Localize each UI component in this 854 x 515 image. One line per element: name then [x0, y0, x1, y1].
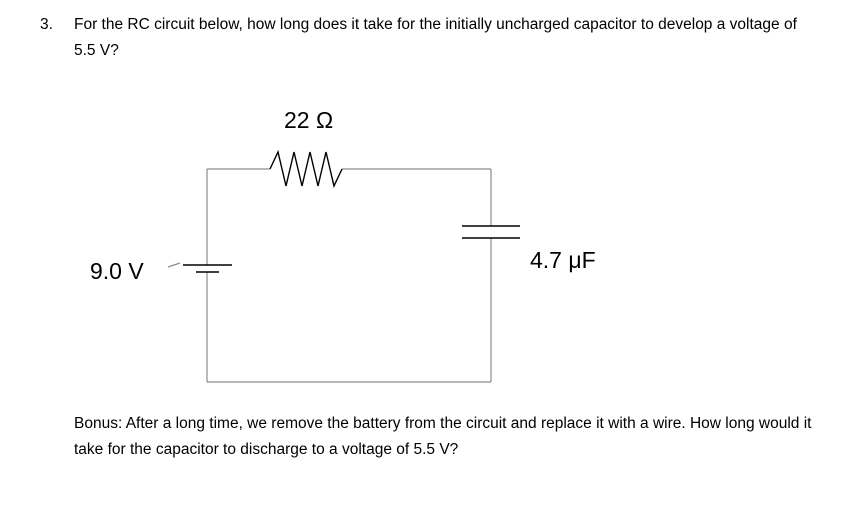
question-block: 3. For the RC circuit below, how long do…: [40, 12, 820, 64]
question-number: 3.: [40, 16, 53, 33]
bonus-question: Bonus: After a long time, we remove the …: [74, 415, 812, 458]
battery-label: 9.0 V: [90, 258, 144, 284]
capacitor-symbol: [462, 225, 520, 239]
battery-symbol: [183, 264, 232, 273]
resistor-symbol: [269, 149, 343, 189]
question-text: For the RC circuit below, how long does …: [74, 16, 797, 59]
capacitor-label: 4.7 μF: [530, 247, 596, 273]
battery-label-lead: [167, 262, 181, 268]
resistor-label: 22 Ω: [284, 107, 333, 133]
